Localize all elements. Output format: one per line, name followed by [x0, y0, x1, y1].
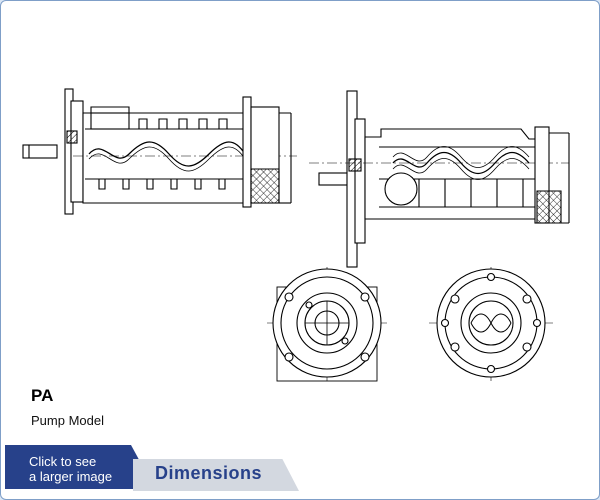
tab-dimensions[interactable]: Dimensions [133, 459, 299, 491]
larger-image-button[interactable]: Click to see a larger image [5, 445, 155, 489]
side-view-right [309, 90, 570, 268]
cta-line-1: Click to see [29, 454, 97, 469]
pump-technical-drawing[interactable] [9, 9, 591, 439]
front-view-left [267, 267, 387, 382]
model-code: PA [31, 386, 54, 405]
front-view-right [429, 267, 553, 381]
model-label: Pump Model [31, 413, 104, 428]
footer: Click to see a larger image Dimensions [1, 445, 599, 499]
cta-line-2: a larger image [29, 469, 113, 484]
side-view-left [22, 88, 297, 215]
